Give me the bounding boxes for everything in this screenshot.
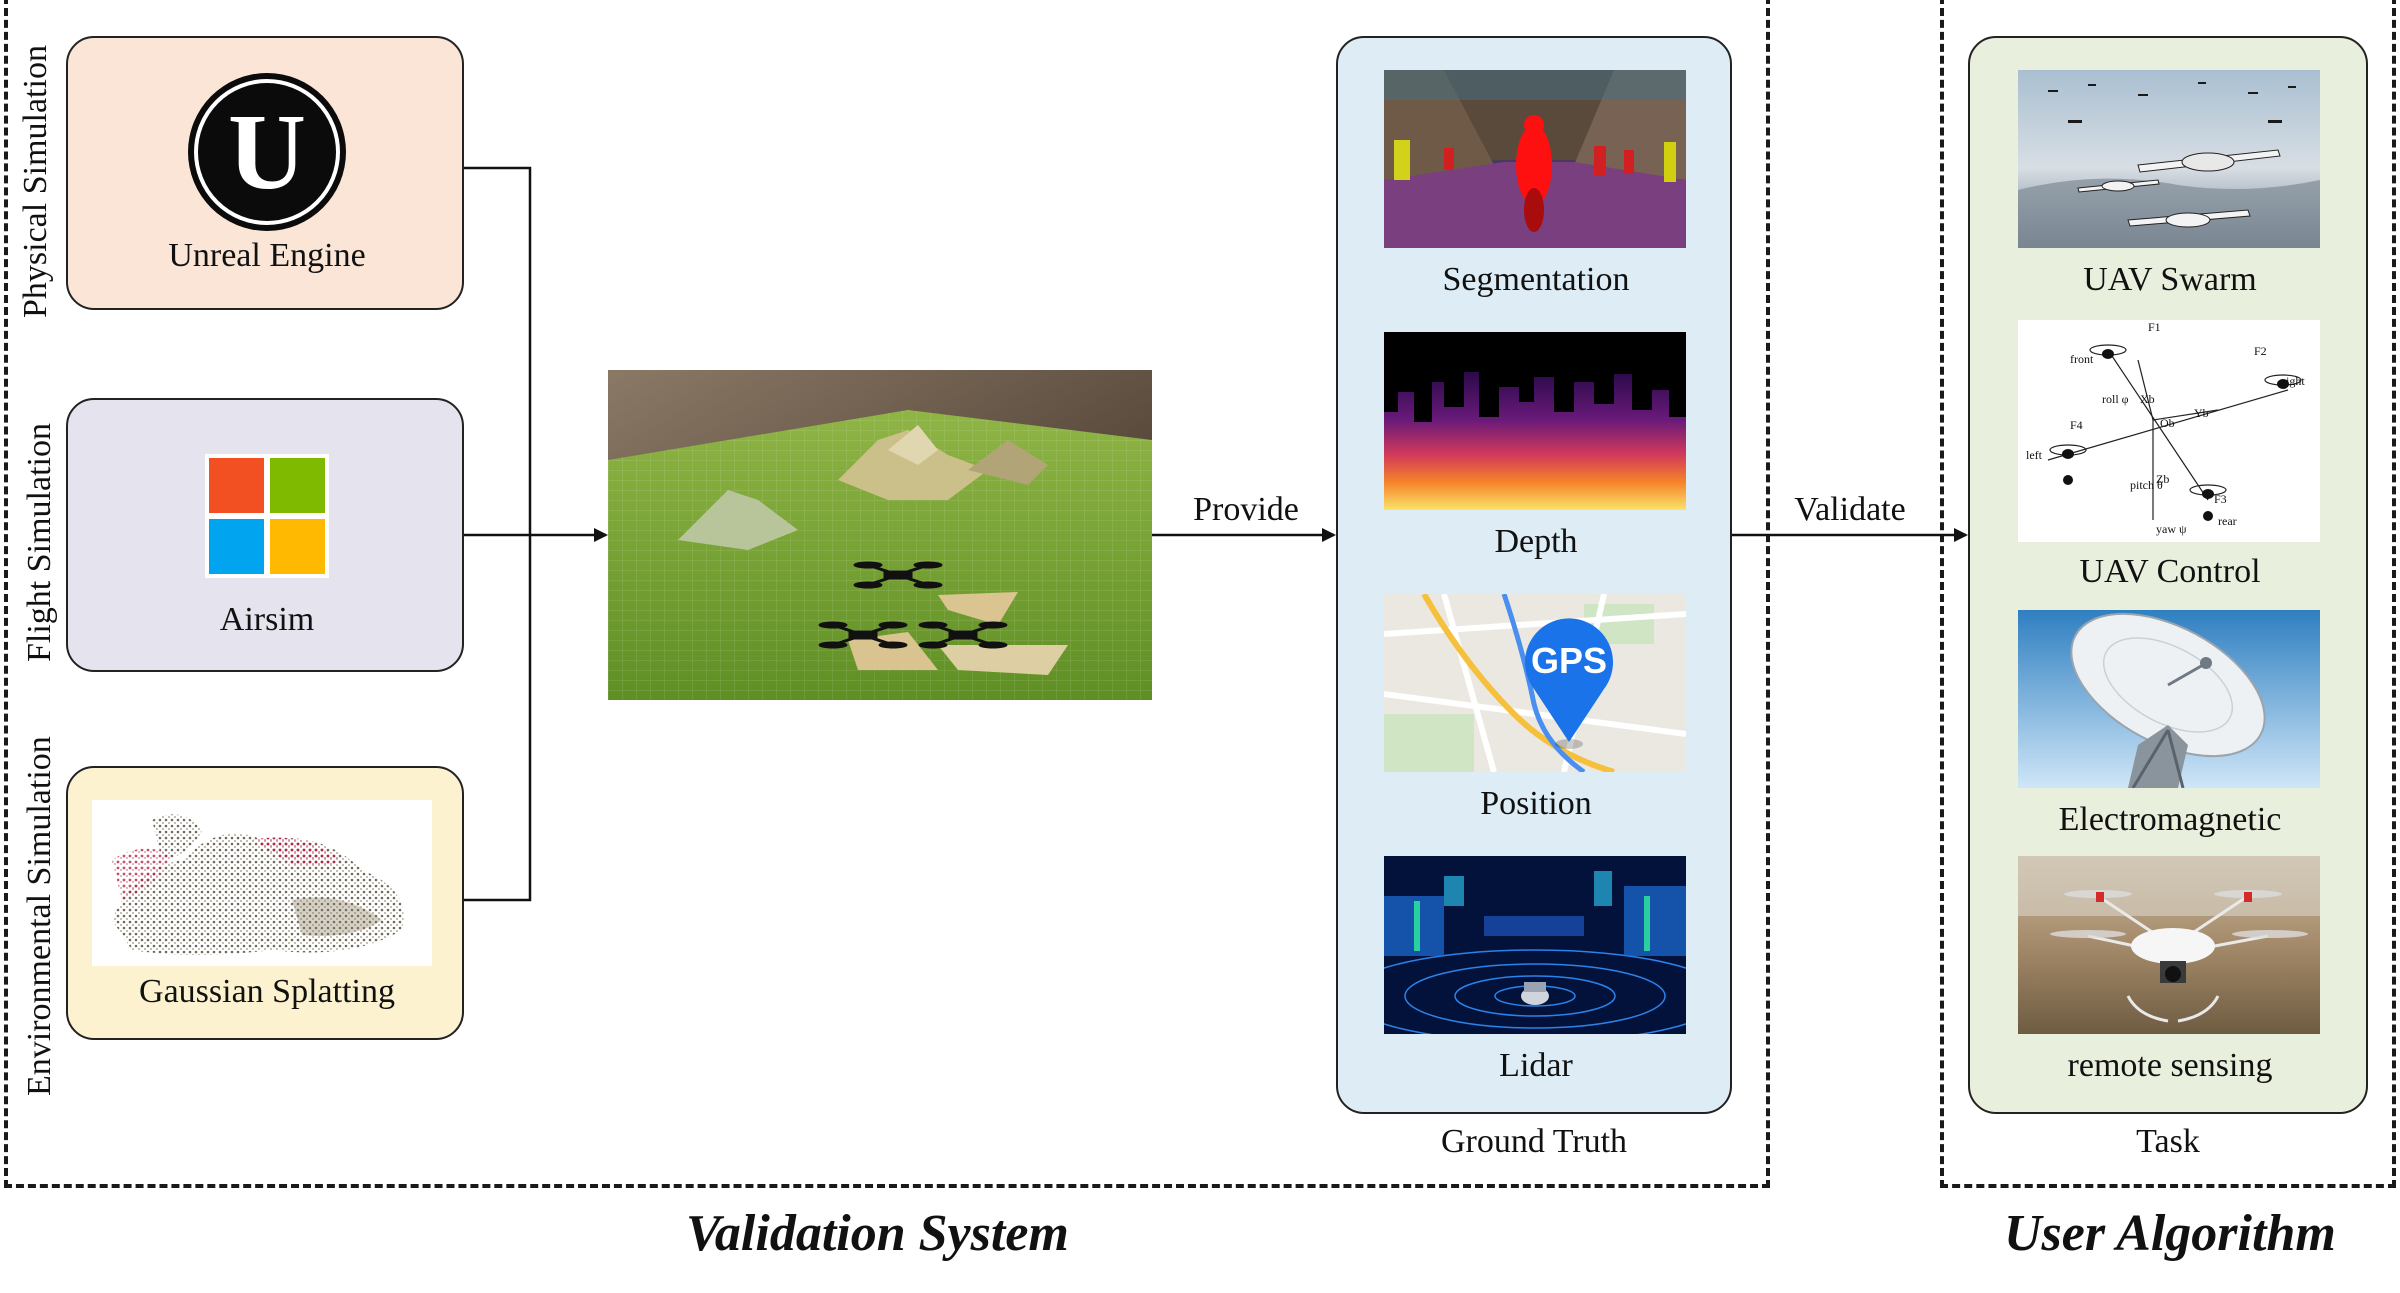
remote-sensing-label: remote sensing	[2067, 1047, 2273, 1084]
gps-badge: GPS	[1530, 640, 1608, 681]
user-algorithm-frame	[1940, 0, 2396, 1188]
airsim-label: Airsim	[219, 601, 315, 638]
depth-label: Depth	[1494, 523, 1578, 560]
task-caption: Task	[2136, 1123, 2200, 1160]
control-label-left: left	[2026, 448, 2042, 462]
unreal-engine-logo-icon: U	[188, 73, 346, 231]
lidar-label: Lidar	[1499, 1047, 1573, 1084]
svg-text:U: U	[228, 93, 306, 212]
control-label-roll: roll φ	[2102, 392, 2129, 406]
segmentation-image	[1384, 70, 1686, 248]
uav-control-diagram: F1 front F2 right F4 left F3 rear roll φ…	[2018, 320, 2320, 542]
uav-swarm-image	[2018, 70, 2320, 248]
point-cloud-image	[92, 800, 432, 966]
control-label-f2: F2	[2254, 344, 2267, 358]
position-label: Position	[1480, 785, 1592, 822]
gps-map-image: GPS	[1384, 594, 1686, 772]
control-label-zb: Zb	[2156, 472, 2170, 486]
drone-terrain-simulation-image	[608, 370, 1152, 700]
control-label-front: front	[2070, 352, 2094, 366]
control-label-ob: Ob	[2160, 416, 2175, 430]
validate-label: Validate	[1794, 491, 1906, 528]
ground-truth-caption: Ground Truth	[1440, 1123, 1628, 1160]
control-label-yaw: yaw ψ	[2156, 522, 2187, 536]
task-box: UAV Swarm	[1968, 36, 2368, 1114]
ground-truth-box: Segmentation Depth	[1336, 36, 1732, 1114]
control-label-right: right	[2282, 374, 2305, 388]
electromagnetic-label: Electromagnetic	[2058, 801, 2282, 838]
uav-swarm-label: UAV Swarm	[2083, 261, 2257, 298]
microsoft-logo-icon	[205, 454, 329, 578]
drone-camera-image	[2018, 856, 2320, 1034]
airsim-box: Airsim	[66, 398, 464, 672]
user-algorithm-title: User Algorithm	[2004, 1205, 2336, 1262]
segmentation-label: Segmentation	[1442, 261, 1630, 298]
control-label-rear: rear	[2218, 514, 2237, 528]
control-label-f1: F1	[2148, 320, 2161, 334]
gaussian-splatting-box: Gaussian Splatting	[66, 766, 464, 1040]
control-label-f3: F3	[2214, 492, 2227, 506]
lidar-image	[1384, 856, 1686, 1034]
control-label-pitch: pitch θ	[2130, 478, 2163, 492]
control-label-xb: Xb	[2140, 392, 2155, 406]
provide-label: Provide	[1193, 491, 1299, 528]
validation-system-title: Validation System	[686, 1205, 1069, 1262]
unreal-engine-label: Unreal Engine	[168, 237, 366, 274]
unreal-engine-box: U Unreal Engine	[66, 36, 464, 310]
uav-control-label: UAV Control	[2079, 553, 2261, 590]
validation-system-frame	[4, 0, 1770, 1188]
radio-dish-image	[2018, 610, 2320, 788]
control-label-f4: F4	[2070, 418, 2083, 432]
depth-map-image	[1384, 332, 1686, 510]
gaussian-splatting-label: Gaussian Splatting	[139, 973, 395, 1010]
control-label-yb: Yb	[2194, 406, 2209, 420]
